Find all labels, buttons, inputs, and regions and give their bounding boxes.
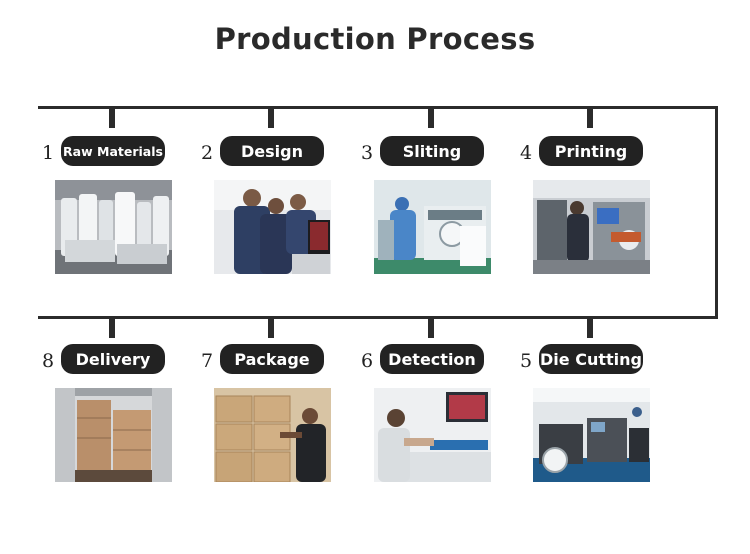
step-label: Detection (380, 344, 484, 374)
printing-press-photo (533, 180, 650, 274)
package-boxes-photo (214, 388, 331, 482)
delivery-container-photo (55, 388, 172, 482)
connector-tick (268, 318, 274, 338)
step-label: Die Cutting (539, 344, 643, 374)
step-printing: 4 Printing (519, 136, 669, 286)
flow-line-bottom (38, 316, 718, 319)
step-number: 5 (519, 350, 533, 372)
detection-inspection-photo (374, 388, 491, 482)
connector-tick (109, 318, 115, 338)
design-team-computer-photo (214, 180, 331, 274)
step-label: Design (220, 136, 324, 166)
step-number: 8 (41, 350, 55, 372)
step-label: Sliting (380, 136, 484, 166)
connector-tick (109, 108, 115, 128)
die-cutting-factory-photo (533, 388, 650, 482)
step-sliting: 3 Sliting (360, 136, 510, 286)
step-number: 6 (360, 350, 374, 372)
step-delivery: 8 Delivery (41, 344, 191, 494)
flow-line-right (715, 106, 718, 319)
step-number: 3 (360, 142, 374, 164)
step-package: 7 Package (200, 344, 350, 494)
step-die-cutting: 5 Die Cutting (519, 344, 669, 494)
page-title: Production Process (214, 22, 536, 56)
connector-tick (268, 108, 274, 128)
connector-tick (428, 108, 434, 128)
connector-tick (587, 108, 593, 128)
flow-line-top (38, 106, 718, 109)
connector-tick (587, 318, 593, 338)
raw-materials-warehouse-photo (55, 180, 172, 274)
step-detection: 6 Detection (360, 344, 510, 494)
step-label: Raw Materials (61, 136, 165, 166)
step-label: Delivery (61, 344, 165, 374)
step-raw-materials: 1 Raw Materials (41, 136, 191, 286)
step-number: 4 (519, 142, 533, 164)
step-label: Printing (539, 136, 643, 166)
step-number: 7 (200, 350, 214, 372)
step-design: 2 Design (200, 136, 350, 286)
step-number: 2 (200, 142, 214, 164)
step-number: 1 (41, 142, 55, 164)
sliting-machine-photo (374, 180, 491, 274)
connector-tick (428, 318, 434, 338)
step-label: Package (220, 344, 324, 374)
